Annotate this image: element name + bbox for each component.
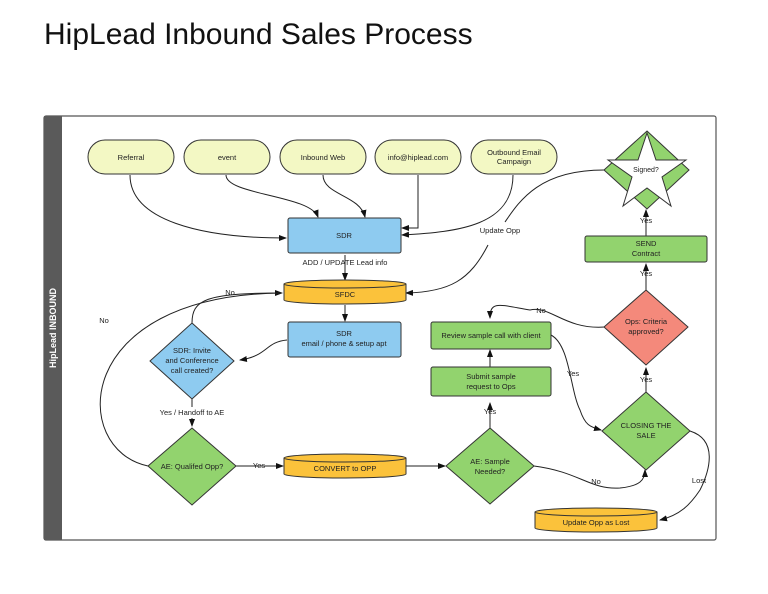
label-submit-sample-2: request to Ops bbox=[466, 382, 515, 391]
label-add-update: ADD / UPDATE Lead info bbox=[303, 258, 388, 267]
node-update-lost[interactable] bbox=[534, 507, 658, 533]
edge-setup-invite bbox=[239, 339, 288, 362]
label-yes-sample: Yes bbox=[484, 407, 496, 416]
label-ae-qualified: AE: Qualifed Opp? bbox=[161, 462, 224, 471]
node-outbound-email[interactable] bbox=[470, 139, 558, 175]
edge-event-sdr bbox=[225, 174, 319, 218]
node-closing[interactable] bbox=[601, 391, 691, 471]
label-yes-contract: Yes bbox=[640, 269, 652, 278]
edge-outbound-sdr bbox=[401, 174, 514, 238]
label-sdr-setup-2: email / phone & setup apt bbox=[301, 339, 387, 348]
edge-qualified-no-sfdc bbox=[99, 292, 283, 467]
swimlane-label: HipLead INBOUND bbox=[48, 288, 58, 369]
edge-signed-update-sfdc bbox=[406, 169, 605, 293]
node-send-contract[interactable] bbox=[584, 235, 708, 263]
label-sdr-invite-3: call created? bbox=[171, 366, 214, 375]
node-sfdc[interactable] bbox=[283, 279, 407, 305]
label-lost: Lost bbox=[692, 476, 707, 485]
label-outbound-email-1: Outbound Email bbox=[487, 148, 541, 157]
label-convert-opp: CONVERT to OPP bbox=[314, 464, 377, 473]
edge-referral-sdr bbox=[129, 174, 287, 241]
label-ops-criteria-2: approved? bbox=[628, 327, 663, 336]
node-sdr[interactable] bbox=[287, 217, 402, 254]
edge-review-yes-closing bbox=[550, 334, 602, 432]
label-signed: Signed? bbox=[633, 167, 659, 174]
label-no-ops: No bbox=[536, 306, 546, 315]
label-send-contract-2: Contract bbox=[632, 249, 661, 258]
label-ae-sample-2: Needed? bbox=[475, 467, 505, 476]
node-sdr-invite[interactable] bbox=[149, 322, 235, 400]
node-ae-qualified[interactable] bbox=[147, 427, 237, 506]
label-info-email: info@hiplead.com bbox=[388, 153, 448, 162]
label-yes-closing: Yes bbox=[640, 375, 652, 384]
label-sdr-setup-1: SDR bbox=[336, 329, 352, 338]
label-review-sample: Review sample call with client bbox=[441, 331, 541, 340]
edge-ops-no-review bbox=[487, 304, 606, 328]
node-submit-sample[interactable] bbox=[430, 366, 552, 397]
page-title: HipLead Inbound Sales Process bbox=[44, 18, 473, 51]
label-yes-handoff: Yes / Handoff to AE bbox=[160, 408, 225, 417]
edge-closing-lost bbox=[659, 430, 710, 522]
label-closing-1: CLOSING THE bbox=[621, 421, 672, 430]
node-signed[interactable] bbox=[603, 130, 690, 210]
label-update-opp: Update Opp bbox=[480, 226, 520, 235]
label-submit-sample-1: Submit sample bbox=[466, 372, 516, 381]
label-outbound-email-2: Campaign bbox=[497, 157, 531, 166]
node-event[interactable] bbox=[183, 139, 271, 175]
swimlane-header bbox=[44, 116, 62, 540]
node-sdr-setup[interactable] bbox=[287, 321, 402, 358]
node-ae-sample[interactable] bbox=[445, 427, 535, 505]
node-review-sample[interactable] bbox=[430, 321, 552, 350]
label-sfdc: SFDC bbox=[335, 290, 356, 299]
node-ops-criteria[interactable] bbox=[603, 289, 689, 366]
edge-sample-no-closing bbox=[533, 465, 648, 489]
node-info-email[interactable] bbox=[374, 139, 462, 175]
label-no-invite: No bbox=[225, 288, 235, 297]
node-convert-opp[interactable] bbox=[283, 453, 407, 479]
label-closing-2: SALE bbox=[636, 431, 655, 440]
label-yes-convert: Yes bbox=[253, 461, 265, 470]
label-yes-signed: Yes bbox=[640, 216, 652, 225]
edge-invite-no-sfdc bbox=[191, 290, 283, 324]
node-referral[interactable] bbox=[87, 139, 175, 175]
label-sdr-invite-2: and Conference bbox=[165, 356, 218, 365]
edge-info-sdr bbox=[401, 175, 419, 231]
label-event: event bbox=[218, 153, 237, 162]
node-inbound-web[interactable] bbox=[279, 139, 367, 175]
label-no-qualified: No bbox=[99, 316, 109, 325]
label-ae-sample-1: AE: Sample bbox=[470, 457, 510, 466]
label-referral: Referral bbox=[118, 153, 145, 162]
label-sdr: SDR bbox=[336, 231, 352, 240]
label-yes-review: Yes bbox=[567, 369, 579, 378]
label-update-lost: Update Opp as Lost bbox=[563, 518, 631, 527]
label-sdr-invite-1: SDR: Invite bbox=[173, 346, 211, 355]
label-ops-criteria-1: Ops: Criteria bbox=[625, 317, 668, 326]
label-send-contract-1: SEND bbox=[636, 239, 657, 248]
label-inbound-web: Inbound Web bbox=[301, 153, 345, 162]
edge-inboundweb-sdr bbox=[322, 174, 367, 218]
label-no-sample: No bbox=[591, 477, 601, 486]
